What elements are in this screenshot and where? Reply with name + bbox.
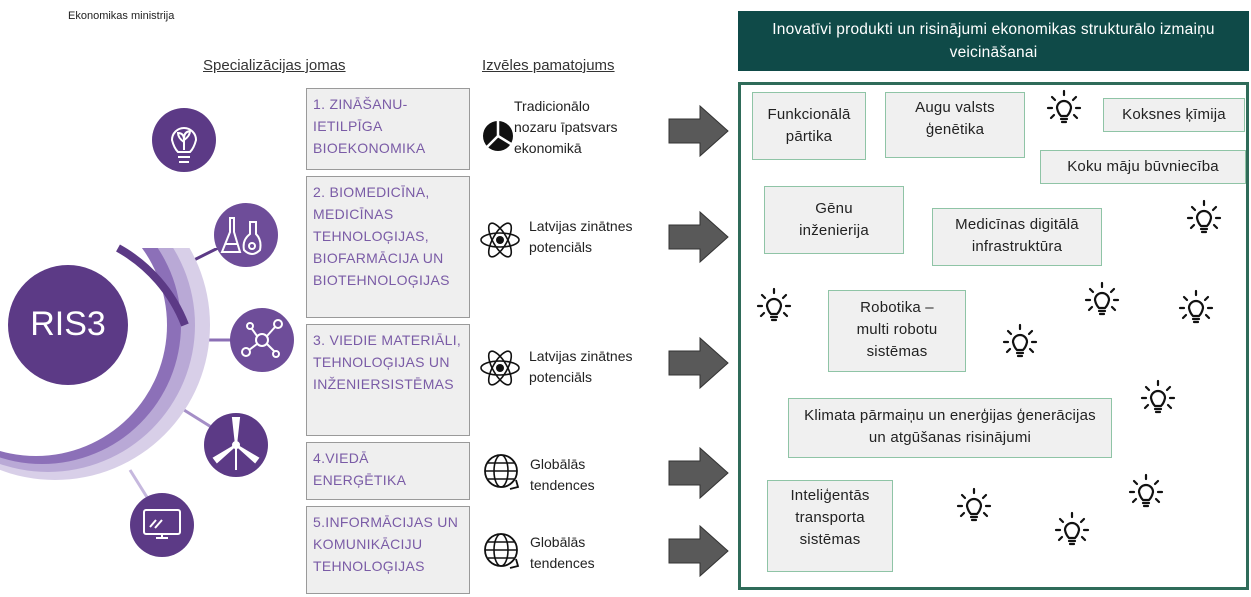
lightbulb-idea-icon xyxy=(1140,379,1176,414)
products-header: Inovatīvi produkti un risinājumi ekonomi… xyxy=(738,11,1249,71)
product-box: Medicīnas digitālā infrastruktūra xyxy=(932,208,1102,266)
atom-icon xyxy=(480,222,520,258)
arrow-right-icon xyxy=(668,446,729,500)
arrow-right-icon xyxy=(668,210,729,264)
lightbulb-idea-icon xyxy=(1128,473,1164,508)
globe-icon xyxy=(484,533,520,569)
ris3-circle xyxy=(8,265,128,385)
arrow-right-icon xyxy=(668,524,729,578)
lightbulb-idea-icon xyxy=(1084,281,1120,316)
areas-column-header: Specializācijas jomas xyxy=(203,57,346,74)
ministry-label: Ekonomikas ministrija xyxy=(68,10,175,22)
ris3-label: RIS3 xyxy=(30,305,106,343)
globe-icon xyxy=(484,454,520,490)
lab-flasks-icon xyxy=(220,217,262,255)
product-box: Gēnu inženierija xyxy=(764,186,904,254)
reason-text-5: Globālās tendences xyxy=(530,534,595,571)
lightbulb-idea-icon xyxy=(1186,199,1222,234)
lightbulb-idea-icon xyxy=(956,487,992,522)
area-box-3: 3. VIEDIE MATERIĀLI, TEHNOLOĢIJAS UN INŽ… xyxy=(306,324,470,436)
reason-text-2: Latvijas zinātnes potenciāls xyxy=(529,218,633,255)
reasons-column-header: Izvēles pamatojums xyxy=(482,57,615,74)
product-box: Robotika – multi robotu sistēmas xyxy=(828,290,966,372)
area-box-2: 2. BIOMEDICĪNA, MEDICĪNAS TEHNOLOĢIJAS, … xyxy=(306,176,470,318)
pie-chart-icon xyxy=(483,121,513,151)
icon-circle xyxy=(214,203,278,267)
lightbulb-plant-icon xyxy=(170,127,198,163)
product-box: Klimata pārmaiņu un enerģijas ģenerācija… xyxy=(788,398,1112,458)
atom-icon xyxy=(480,350,520,386)
product-box: Funkcionālā pārtika xyxy=(752,92,866,160)
area-box-1: 1. ZINĀŠANU-IETILPĪGA BIOEKONOMIKA xyxy=(306,88,470,170)
reason-text-3: Latvijas zinātnes potenciāls xyxy=(529,348,633,385)
product-box: Koksnes ķīmija xyxy=(1103,98,1245,132)
ris3-diagram xyxy=(0,80,300,557)
wind-turbine-icon xyxy=(212,417,260,470)
icon-circle xyxy=(230,308,294,372)
arc-layer xyxy=(116,244,189,327)
area-box-5: 5.INFORMĀCIJAS UN KOMUNIKĀCIJU TEHNOLOĢI… xyxy=(306,506,470,594)
area-box-4: 4.VIEDĀ ENERĢĒTIKA xyxy=(306,442,470,500)
lightbulb-idea-icon xyxy=(1178,289,1214,324)
molecule-icon xyxy=(241,319,283,358)
lightbulb-idea-icon xyxy=(1054,511,1090,546)
lightbulb-idea-icon xyxy=(756,287,792,322)
lightbulb-idea-icon xyxy=(1046,89,1082,124)
computer-monitor-icon xyxy=(143,509,181,539)
products-frame xyxy=(738,82,1249,590)
reason-text-4: Globālās tendences xyxy=(530,456,595,493)
product-box: Augu valsts ģenētika xyxy=(885,92,1025,158)
product-box: Koku māju būvniecība xyxy=(1040,150,1246,184)
product-box: Inteliģentās transporta sistēmas xyxy=(767,480,893,572)
reason-text-1: Tradicionālo nozaru īpatsvars ekonomikā xyxy=(514,98,618,156)
arrow-right-icon xyxy=(668,336,729,390)
icon-circle xyxy=(130,493,194,557)
arrow-right-icon xyxy=(668,104,729,158)
lightbulb-idea-icon xyxy=(1002,323,1038,358)
